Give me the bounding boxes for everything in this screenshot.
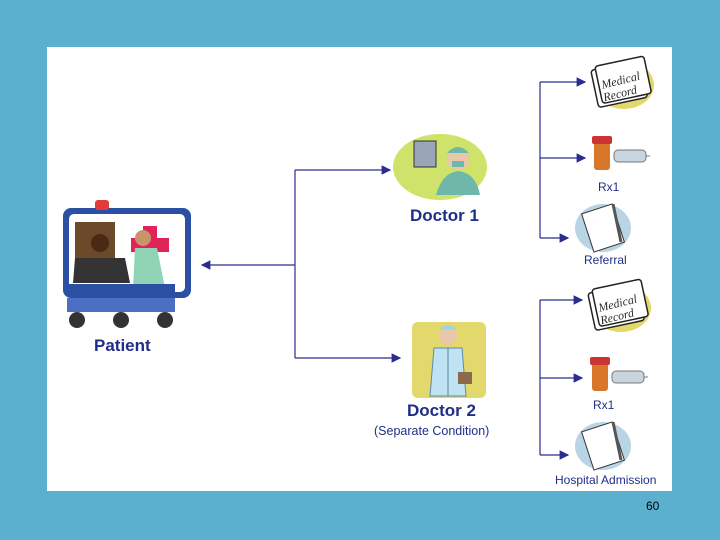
- ambulance-icon: [63, 200, 191, 328]
- doctor1-label: Doctor 1: [410, 206, 479, 225]
- patient-label: Patient: [94, 336, 151, 355]
- medical-record-icon: Medical Record: [590, 55, 654, 109]
- clipboard-icon: [575, 421, 631, 471]
- d2-rx-label: Rx1: [593, 398, 615, 412]
- clipboard-icon: [575, 203, 631, 253]
- doctor2-icon: [412, 322, 486, 398]
- medical-record-icon: Medical Record: [587, 278, 651, 332]
- page-number: 60: [646, 499, 660, 513]
- prescription-icon: [590, 357, 648, 391]
- doctor2-label: Doctor 2: [407, 401, 476, 420]
- d1-referral-label: Referral: [584, 253, 627, 267]
- d2-admission-label: Hospital Admission: [555, 473, 657, 487]
- doctor2-note: (Separate Condition): [374, 424, 490, 438]
- d1-rx-label: Rx1: [598, 180, 620, 194]
- doctor1-icon: [393, 134, 487, 200]
- prescription-icon: [592, 136, 650, 170]
